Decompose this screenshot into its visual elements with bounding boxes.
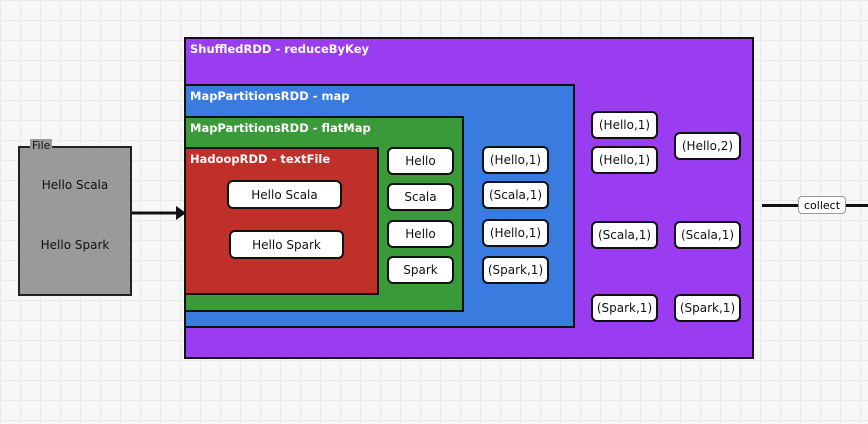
reduced-item: (Spark,1)	[674, 294, 741, 322]
hadoop-item: Hello Spark	[229, 230, 344, 259]
reduced-item: (Scala,1)	[674, 221, 741, 249]
map-item: (Spark,1)	[482, 256, 549, 284]
shuffle-item: (Spark,1)	[591, 294, 658, 322]
flatmap-item: Scala	[387, 183, 454, 211]
flatmap-item: Hello	[387, 147, 454, 175]
input-arrow-icon	[132, 206, 186, 220]
shuffle-item: (Scala,1)	[591, 221, 658, 249]
map-item: (Hello,1)	[482, 219, 549, 247]
map-partitions-flatmap-title: MapPartitionsRDD - flatMap	[190, 121, 371, 135]
file-line-2: Hello Spark	[40, 238, 110, 252]
hadoop-item: Hello Scala	[227, 180, 342, 209]
shuffled-rdd-title: ShuffledRDD - reduceByKey	[190, 42, 370, 56]
file-panel: File Hello Scala Hello Spark	[18, 139, 132, 296]
reduced-item: (Hello,2)	[674, 132, 741, 160]
file-label: File	[30, 139, 53, 152]
flatmap-item: Hello	[387, 220, 454, 248]
map-item: (Hello,1)	[482, 146, 549, 174]
hadoop-rdd-layer: HadoopRDD - textFile	[184, 147, 379, 295]
map-item: (Scala,1)	[482, 181, 549, 209]
flatmap-item: Spark	[387, 256, 454, 284]
hadoop-rdd-title: HadoopRDD - textFile	[190, 152, 331, 166]
file-line-1: Hello Scala	[41, 178, 109, 192]
shuffle-item: (Hello,1)	[591, 111, 658, 139]
map-partitions-map-title: MapPartitionsRDD - map	[190, 89, 350, 103]
shuffle-item: (Hello,1)	[591, 146, 658, 174]
collect-label: collect	[798, 196, 846, 214]
